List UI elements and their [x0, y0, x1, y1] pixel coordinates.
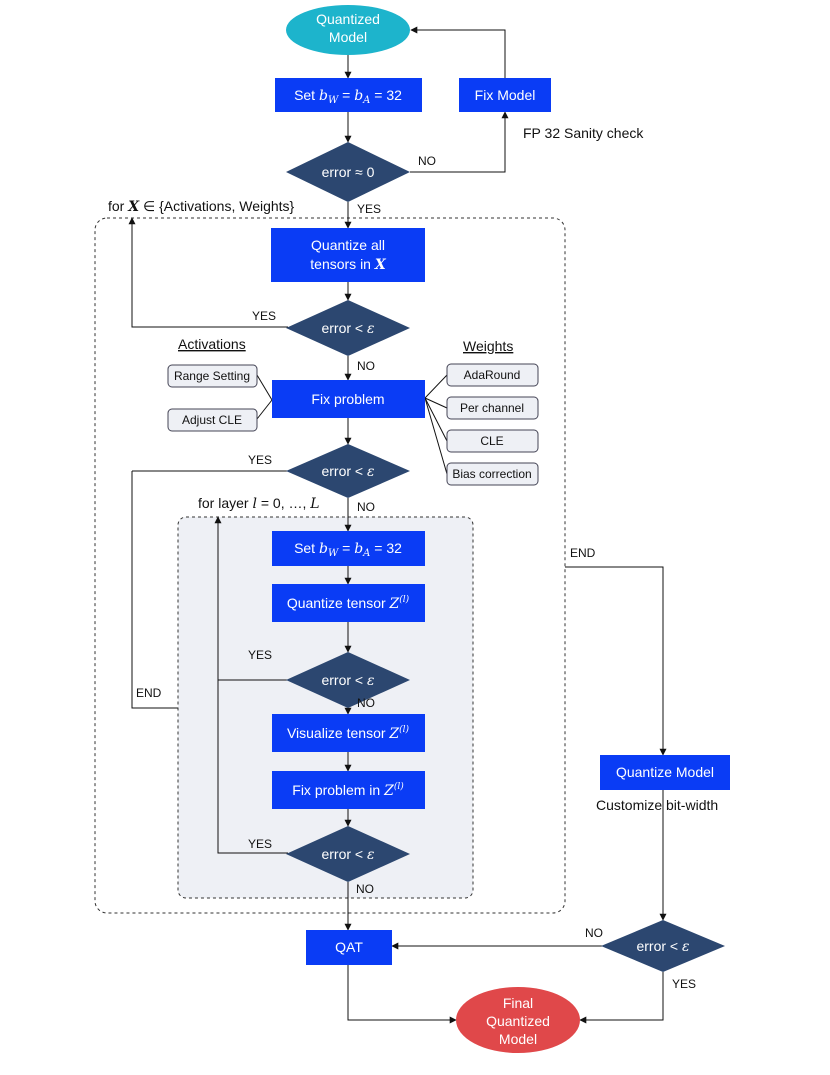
connector-per-channel — [424, 397, 448, 409]
edge-error-yes-to-final — [579, 972, 664, 1024]
qat-box — [306, 930, 392, 965]
per-channel-label: Per channel — [460, 401, 524, 415]
start-label-1: Quantized — [316, 11, 380, 27]
error-eps-label-5: error < ε — [636, 938, 689, 955]
edge-error-no-to-fixmodel — [410, 111, 509, 173]
label-yes-3: YES — [248, 648, 272, 662]
fix-model-box — [459, 78, 551, 112]
start-terminator — [286, 5, 410, 55]
label-yes-2: YES — [248, 453, 272, 467]
edge-inner-yes-1 — [214, 516, 288, 854]
edge-qat-to-final — [347, 965, 457, 1024]
quantize-all-box — [271, 228, 425, 282]
label-no-1: NO — [357, 359, 375, 373]
quantize-model-label: Quantize Model — [616, 764, 714, 780]
connector-adaround — [424, 374, 448, 399]
qat-label: QAT — [335, 939, 363, 955]
set-bits-inner-box — [272, 531, 425, 566]
adjust-cle-label: Adjust CLE — [182, 413, 242, 427]
edge-inner-end — [131, 471, 178, 709]
set-bits-top-box — [275, 78, 422, 112]
error-approx-zero-diamond — [286, 142, 410, 202]
quantize-tensor-box — [272, 584, 425, 622]
label-yes-top: YES — [357, 202, 381, 216]
connector-adjust-cle — [256, 399, 273, 420]
edges — [128, 26, 667, 1024]
connector-range-setting — [256, 374, 273, 401]
error-eps-diamond-1 — [286, 300, 410, 356]
error-eps-diamond-2 — [286, 444, 410, 498]
quantize-tensor-label: Quantize tensor Z(l) — [287, 594, 410, 612]
bias-correction-label: Bias correction — [452, 467, 531, 481]
label-no-3: NO — [357, 696, 375, 710]
fix-problem-label: Fix problem — [311, 391, 384, 407]
edge-yes-loop-1 — [128, 217, 288, 328]
final-label-1: Final — [503, 995, 533, 1011]
weights-title: Weights — [463, 338, 513, 354]
start-label-2: Model — [329, 29, 367, 45]
final-label-2: Quantized — [486, 1013, 550, 1029]
activations-title: Activations — [178, 336, 246, 352]
set-bits-top-label: Set bW = bA = 32 — [294, 87, 402, 106]
final-terminator — [456, 987, 580, 1053]
error-eps-diamond-3 — [286, 652, 410, 708]
edge-fixmodel-to-start — [410, 26, 506, 78]
visualize-tensor-label: Visualize tensor Z(l) — [287, 724, 410, 742]
cle-label: CLE — [480, 434, 503, 448]
visualize-tensor-box — [272, 714, 425, 752]
label-yes-1: YES — [252, 309, 276, 323]
label-yes-5: YES — [672, 977, 696, 991]
customize-note: Customize bit-width — [596, 797, 718, 813]
outer-loop-container — [94, 217, 566, 914]
connector-cle — [424, 397, 448, 442]
error-eps-label-1: error < ε — [321, 320, 374, 337]
sanity-check-note: FP 32 Sanity check — [523, 125, 644, 141]
adjust-cle-box — [167, 408, 258, 432]
fix-problem-box — [272, 380, 425, 418]
label-yes-4: YES — [248, 837, 272, 851]
adaround-box — [446, 363, 539, 387]
label-end-inner: END — [136, 686, 162, 700]
label-no-5: NO — [585, 926, 603, 940]
edge-outer-end-to-quantize-model — [565, 566, 667, 756]
fix-problem-z-box — [272, 771, 425, 809]
quantize-all-label-2: tensors in X — [310, 256, 387, 273]
label-no-4: NO — [356, 882, 374, 896]
range-setting-label: Range Setting — [174, 369, 250, 383]
quantize-model-box — [600, 755, 730, 790]
range-setting-box — [167, 364, 258, 388]
final-label-3: Model — [499, 1031, 537, 1047]
error-eps-label-3: error < ε — [321, 672, 374, 689]
set-bits-inner-label: Set bW = bA = 32 — [294, 540, 402, 559]
cle-box — [446, 429, 539, 453]
fix-model-label: Fix Model — [475, 87, 536, 103]
bias-correction-box — [446, 462, 539, 486]
outer-loop-label: for X ∈ {Activations, Weights} — [108, 198, 295, 215]
fix-problem-z-label: Fix problem in Z(l) — [292, 781, 404, 799]
error-eps-diamond-4 — [286, 826, 410, 882]
error-eps-label-2: error < ε — [321, 463, 374, 480]
error-approx-zero-label: error ≈ 0 — [322, 164, 375, 180]
label-no-2: NO — [357, 500, 375, 514]
error-eps-diamond-5 — [601, 920, 725, 972]
label-end-outer: END — [570, 546, 596, 560]
connector-bias-correction — [424, 397, 448, 475]
error-eps-label-4: error < ε — [321, 846, 374, 863]
per-channel-box — [446, 396, 539, 420]
inner-loop-label: for layer l = 0, …, L — [198, 495, 320, 512]
quantize-all-label-1: Quantize all — [311, 237, 385, 253]
adaround-label: AdaRound — [464, 368, 521, 382]
label-no-top: NO — [418, 154, 436, 168]
